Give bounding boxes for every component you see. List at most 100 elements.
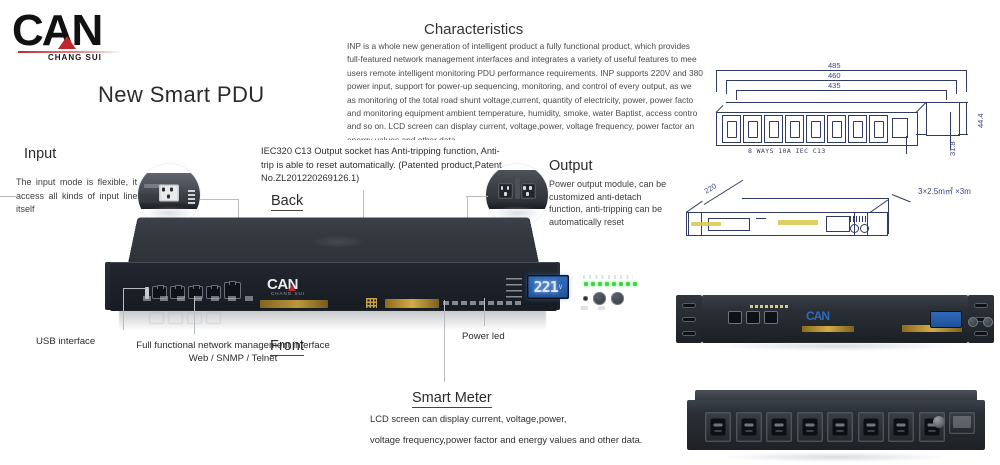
power-led-icon (583, 296, 588, 301)
pdu-top-cover (127, 217, 540, 268)
gold-label-left (260, 300, 328, 308)
photo-rack-ear-left (676, 295, 702, 343)
characteristics-line: and so on. LCD screen can display curren… (347, 121, 695, 132)
characteristics-line: power input, support for power-up sequen… (347, 81, 692, 92)
lcd-value: 221 (533, 277, 559, 296)
led-silkscreen-labels (583, 275, 633, 279)
drawing-outlet (764, 115, 783, 143)
brand-tagline: CHANG SUI (48, 53, 102, 62)
drawing-outlet (806, 115, 825, 143)
drawing-knob (850, 224, 859, 233)
drawing-chassis-front (716, 112, 918, 146)
drawing-gold-label-2 (691, 222, 721, 226)
cable-spec: 3×2.5m㎡ ×3m (918, 187, 971, 196)
dimension-485: 485 (828, 61, 841, 70)
brand-logo: CAN CHANG SUI (12, 6, 130, 64)
socket-caption: 8 WAYS 10A IEC C13 (748, 147, 826, 155)
photo-outlet (766, 412, 792, 442)
smart-meter-line-1: LCD screen can display current, voltage,… (370, 413, 567, 424)
pdu-reflection (119, 310, 546, 336)
leader-line-input (238, 199, 239, 219)
leader-line-smart-meter (444, 300, 445, 382)
smart-meter-heading: Smart Meter (412, 390, 492, 408)
status-led (584, 282, 589, 287)
dimension-line-460 (726, 80, 956, 81)
drawing-inlet (892, 118, 908, 138)
power-led-label: Power led (462, 331, 505, 342)
status-led (597, 282, 603, 287)
status-led (611, 282, 617, 287)
smart-meter-line-2: voltage frequency,power factor and energ… (370, 434, 643, 445)
characteristics-line: full-featured network management interfa… (347, 54, 697, 65)
characteristics-line: users remote intelligent monitoring PDU … (347, 67, 703, 78)
knob-silkscreen-labels (581, 306, 615, 310)
photo-outlet (857, 412, 884, 442)
port-silkscreen-labels (143, 296, 253, 301)
product-photo-front: CAN (676, 289, 994, 351)
page-title: New Smart PDU (98, 82, 265, 107)
leader-line-network (194, 296, 195, 334)
photo-rating-label (953, 416, 971, 428)
device-brand-text: CAN (267, 276, 299, 293)
dimension-220: 220 (702, 181, 718, 196)
output-callout-heading: Output (549, 158, 593, 174)
input-callout-heading: Input (24, 146, 57, 162)
pdu-hero-image: CAN CHANG SUI 221 V (105, 212, 638, 336)
network-interface-label: Full functional network management inter… (133, 339, 333, 365)
silkscreen-text (443, 301, 523, 305)
drawing-outlet (722, 115, 741, 143)
leader-line-input (200, 199, 238, 200)
technical-drawing-front: 220 3×2.5m㎡ ×3m (685, 178, 986, 248)
gold-label-center (385, 299, 439, 308)
photo-knob-group (968, 317, 993, 327)
output-callout-body: Power output module, can be customized a… (549, 179, 667, 227)
leader-line-back (363, 190, 364, 218)
brand-logo-text: CAN (12, 6, 103, 55)
control-knob-group (583, 292, 624, 305)
product-photo-rear (681, 390, 991, 462)
smart-meter-body: LCD screen can display current, voltage,… (370, 408, 670, 450)
dimension-31-8: 31.8 (948, 141, 957, 156)
status-led (625, 282, 631, 287)
photo-outlet (735, 412, 762, 442)
lcd-unit: V (558, 283, 563, 291)
brand-triangle-icon (58, 36, 76, 49)
characteristics-line: and monitoring equipment ambient tempera… (347, 108, 698, 119)
drawing-outlet (785, 115, 804, 143)
drawing-lcd (826, 216, 850, 232)
leader-line-input-left (0, 196, 18, 197)
dimension-line-318 (950, 112, 951, 150)
c14-inlet-icon (159, 184, 179, 202)
iec-socket-note: IEC320 C13 Output socket has Anti-trippi… (261, 146, 502, 184)
photo-outlet (796, 412, 823, 442)
front-view-label: Front (270, 338, 304, 356)
drawing-cable (891, 194, 911, 203)
drawing-outlet (827, 115, 846, 143)
input-callout-body: The input mode is flexible, it can acces… (16, 177, 156, 214)
characteristics-title: Characteristics (424, 21, 524, 38)
c13-outlet-icon (520, 183, 536, 200)
drawing-power-cord (906, 136, 907, 154)
brand-rule (18, 51, 122, 53)
status-led (632, 282, 638, 287)
characteristics-line: as monitoring of the total road shunt vo… (347, 94, 694, 105)
up-knob (593, 292, 606, 305)
photo-port-group (728, 311, 778, 324)
drawing-outlet (743, 115, 762, 143)
drawing-rack-ear (926, 102, 960, 136)
photo-brand-text: CAN (806, 309, 830, 323)
photo-outlet (705, 412, 731, 442)
status-led (618, 282, 624, 287)
lcd-display: 221 V (527, 275, 569, 299)
drawing-leds (850, 216, 868, 222)
leader-line-power-led (484, 298, 485, 326)
photo-power-inlet (949, 412, 975, 434)
leader-line-output (467, 196, 468, 218)
status-led (604, 282, 610, 287)
usb-port-icon (145, 287, 149, 299)
drawing-knob (860, 224, 869, 233)
drawing-outlet (848, 115, 867, 143)
network-interface-label-text: Full functional network management inter… (136, 340, 330, 364)
characteristics-line: energy values and other data. (347, 134, 458, 140)
